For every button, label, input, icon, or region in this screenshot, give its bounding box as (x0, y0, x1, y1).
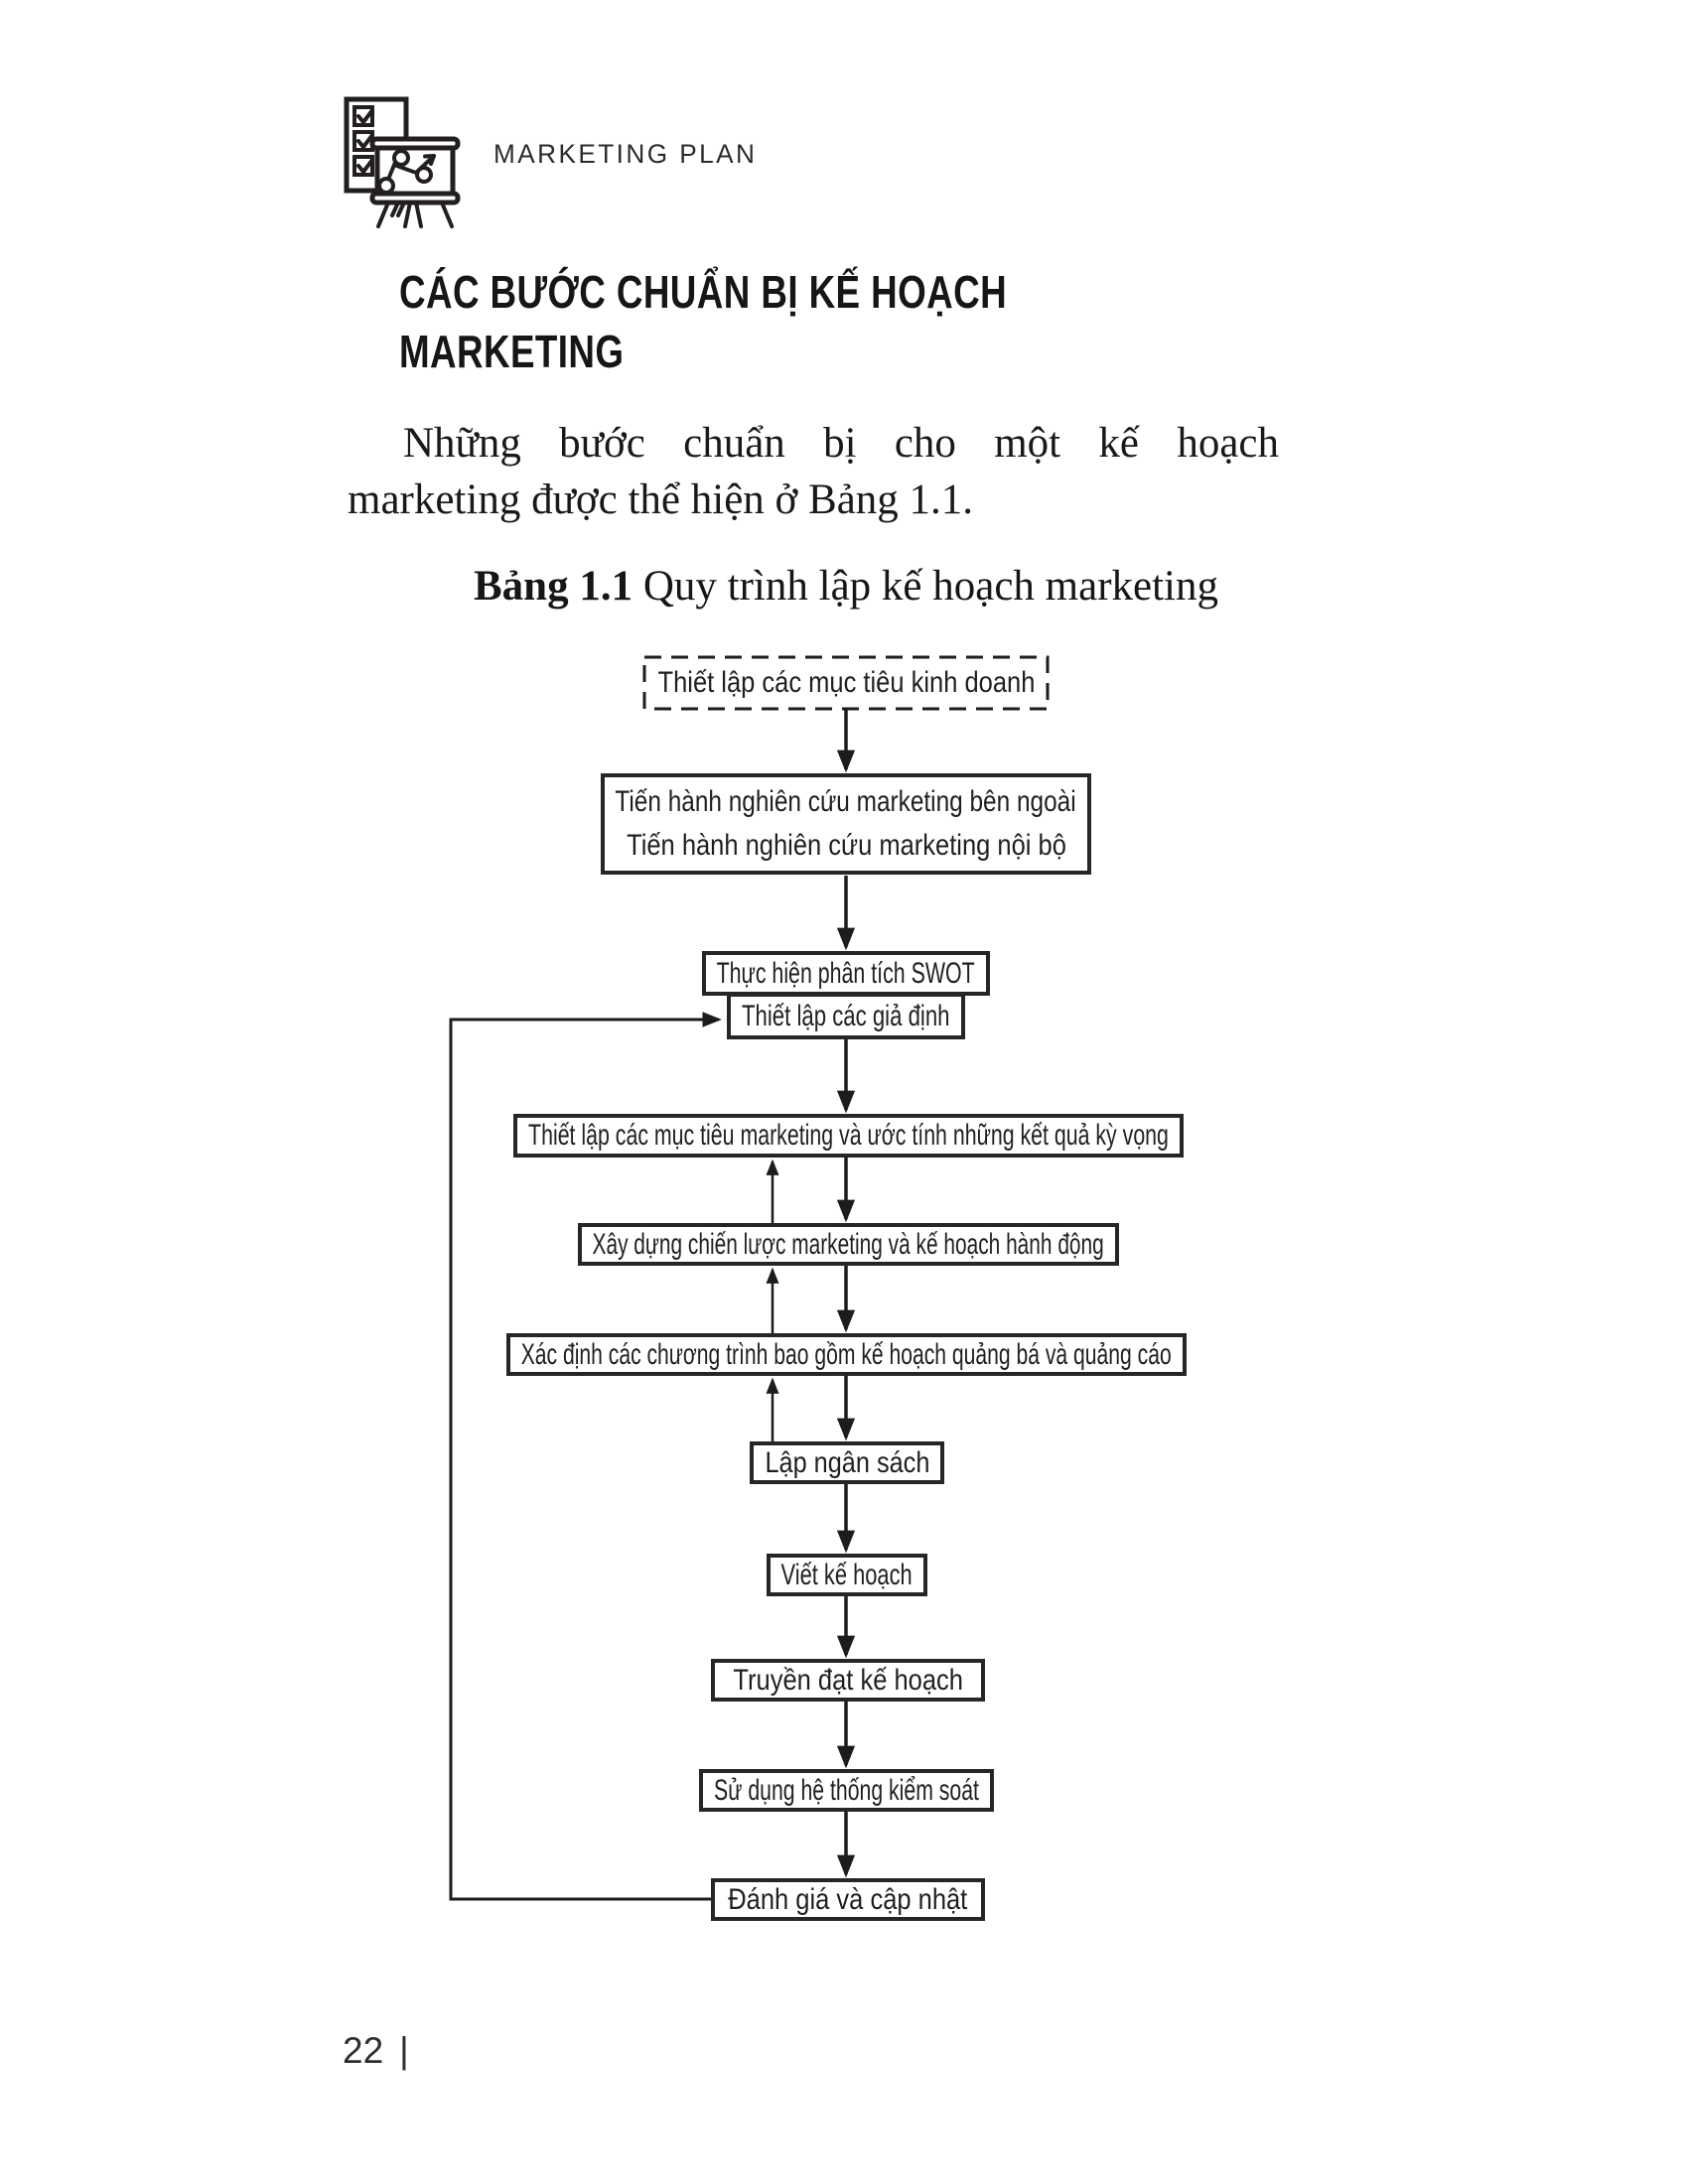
page-title: CÁC BƯỚC CHUẨN BỊ KẾ HOẠCH MARKETING (399, 262, 1007, 381)
flow-node-swot-analysis: Thực hiện phân tích SWOT (702, 951, 990, 996)
intro-paragraph: Những bước chuẩn bị cho một kế hoạch mar… (348, 415, 1279, 528)
flow-node-label: Đánh giá và cập nhật (728, 1882, 968, 1916)
marketing-plan-logo-icon (344, 96, 461, 228)
flow-node-budget: Lập ngân sách (750, 1441, 944, 1484)
flow-node-label: Sử dụng hệ thống kiểm soát (714, 1773, 979, 1807)
easel-legs-icon (376, 201, 454, 228)
flow-node-label: Thiết lập các mục tiêu kinh doanh (657, 666, 1035, 699)
flow-node-assumptions: Thiết lập các giả định (727, 993, 965, 1039)
flow-node-review-update: Đánh giá và cập nhật (711, 1878, 985, 1921)
flow-node-label: Thực hiện phân tích SWOT (716, 956, 976, 990)
page-title-line1: CÁC BƯỚC CHUẨN BỊ KẾ HOẠCH (399, 266, 1008, 318)
flow-node-marketing-objectives: Thiết lập các mục tiêu marketing và ước … (513, 1114, 1184, 1158)
page-title-line2: MARKETING (399, 326, 625, 377)
flow-node-label: Xác định các chương trình bao gồm kế hoạ… (520, 1337, 1173, 1371)
flow-node-label: Viết kế hoạch (780, 1558, 914, 1591)
flow-node-label: Thiết lập các mục tiêu marketing và ước … (528, 1119, 1169, 1152)
table-caption: Bảng 1.1 Quy trình lập kế hoạch marketin… (350, 558, 1342, 614)
flow-node-programs-promotion: Xác định các chương trình bao gồm kế hoạ… (506, 1333, 1187, 1376)
checkbox-icons (352, 105, 374, 177)
flow-node-marketing-research: Tiến hành nghiên cứu marketing bên ngoài… (601, 773, 1091, 875)
page-number: 22 | (343, 2031, 409, 2071)
page-number-divider: | (399, 2030, 409, 2071)
brand-label: MARKETING PLAN (493, 139, 758, 169)
flow-node-write-plan: Viết kế hoạch (767, 1554, 927, 1596)
flow-node-business-objectives: Thiết lập các mục tiêu kinh doanh (644, 657, 1048, 709)
intro-line1: Những bước chuẩn bị cho một kế hoạch (403, 420, 1279, 467)
flow-node-communicate-plan: Truyền đạt kế hoạch (711, 1659, 985, 1702)
flow-node-label: Tiến hành nghiên cứu marketing nội bộ (626, 829, 1066, 862)
flow-node-label: Xây dựng chiến lược marketing và kế hoạc… (592, 1227, 1105, 1261)
flow-node-label: Lập ngân sách (765, 1445, 929, 1479)
flow-node-control-system: Sử dụng hệ thống kiểm soát (699, 1769, 994, 1812)
flow-node-strategy-action-plan: Xây dựng chiến lược marketing và kế hoạc… (578, 1223, 1119, 1266)
easel-board-icon (369, 136, 461, 228)
flow-node-label: Thiết lập các giả định (742, 999, 950, 1032)
table-caption-label: Bảng 1.1 (474, 563, 633, 610)
flow-node-label: Truyền đạt kế hoạch (733, 1663, 963, 1697)
flow-node-label: Tiến hành nghiên cứu marketing bên ngoài (615, 785, 1077, 818)
table-caption-text: Quy trình lập kế hoạch marketing (633, 563, 1218, 610)
intro-line2: marketing được thể hiện ở Bảng 1.1. (348, 477, 974, 523)
page-number-value: 22 (343, 2030, 384, 2071)
